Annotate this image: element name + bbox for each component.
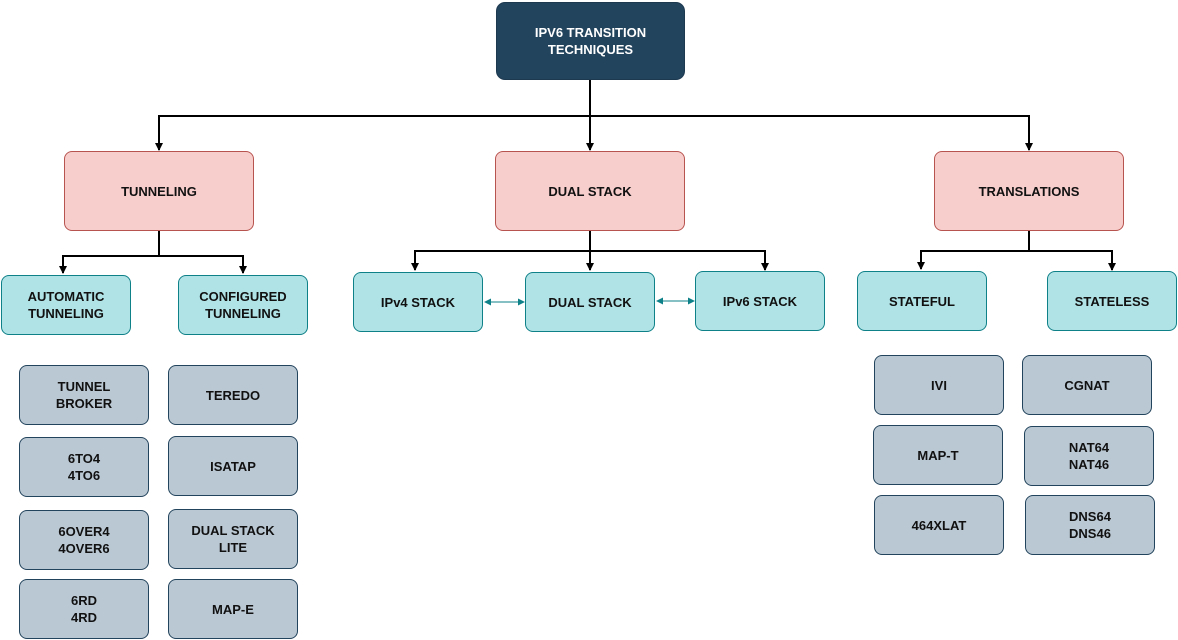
connector-tunneling-configured [159, 255, 247, 274]
connector-translations-stateless [1029, 250, 1116, 271]
connector-dualstack-ipv4 [411, 231, 591, 271]
connector-translations-stateful [917, 231, 1030, 270]
leaf-map-e: MAP-E [168, 579, 298, 639]
leaf-464xlat: 464XLAT [874, 495, 1004, 555]
sub-stateful: STATEFUL [857, 271, 987, 331]
sub-stateless: STATELESS [1047, 271, 1177, 331]
sub-configured-tunneling: CONFIGURED TUNNELING [178, 275, 308, 335]
leaf-map-t: MAP-T [873, 425, 1003, 485]
sub-automatic-tunneling: AUTOMATIC TUNNELING [1, 275, 131, 335]
leaf-nat64-nat46: NAT64 NAT46 [1024, 426, 1154, 486]
connector-root-translations [590, 115, 1033, 151]
connector-tunneling-automatic [59, 231, 160, 274]
category-translations: TRANSLATIONS [934, 151, 1124, 231]
category-tunneling: TUNNELING [64, 151, 254, 231]
sub-dual-stack: DUAL STACK [525, 272, 655, 332]
sub-ipv4-stack: IPv4 STACK [353, 272, 483, 332]
leaf-6rd-4rd: 6RD 4RD [19, 579, 149, 639]
leaf-dns64-dns46: DNS64 DNS46 [1025, 495, 1155, 555]
connector-dualstack-ipv6 [590, 250, 769, 271]
leaf-isatap: ISATAP [168, 436, 298, 496]
root-node: IPV6 TRANSITION TECHNIQUES [496, 2, 685, 80]
leaf-cgnat: CGNAT [1022, 355, 1152, 415]
sub-ipv6-stack: IPv6 STACK [695, 271, 825, 331]
leaf-tunnel-broker: TUNNEL BROKER [19, 365, 149, 425]
leaf-6to4-4to6: 6TO4 4TO6 [19, 437, 149, 497]
leaf-ivi: IVI [874, 355, 1004, 415]
connector-root-tunneling [155, 80, 591, 151]
category-dual-stack: DUAL STACK [495, 151, 685, 231]
leaf-dual-stack-lite: DUAL STACK LITE [168, 509, 298, 569]
leaf-6over4-4over6: 6OVER4 4OVER6 [19, 510, 149, 570]
leaf-teredo: TEREDO [168, 365, 298, 425]
